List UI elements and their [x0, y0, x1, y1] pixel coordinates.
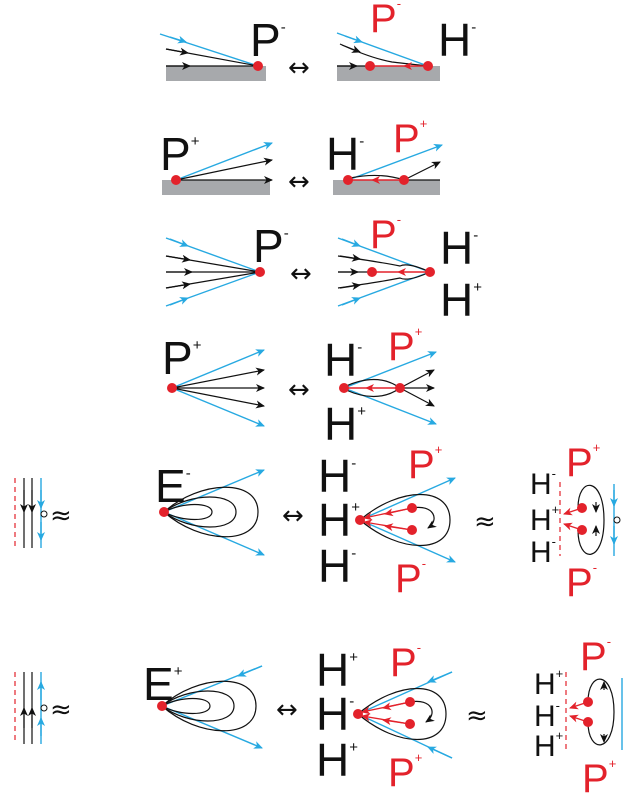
row-6-approx-symbol-left: ≈: [50, 695, 72, 725]
row-5-middle-h3-label: H-: [318, 540, 356, 592]
row-4-left-label: P+: [162, 332, 202, 384]
row-2-equiv-symbol: ↔: [288, 167, 310, 197]
row-5-right-p2-label: P-: [566, 560, 597, 605]
row-4-right-p-label: P+: [388, 324, 422, 369]
row-5-far-left-lines: [14, 478, 48, 548]
row-5-right-diagram: [559, 482, 621, 556]
row-6-middle-h1-label: H+: [316, 644, 358, 696]
row-6-right-h3-label: H+: [534, 728, 563, 763]
row-6-middle-p2-label: P+: [388, 750, 422, 795]
row-4-right-h2-label: H+: [324, 398, 366, 450]
row-5-middle-p2-label: P-: [395, 556, 426, 601]
row-3-left-diagram: [165, 237, 265, 307]
row-3-right-h1-label: H-: [440, 222, 478, 274]
row-4-equiv-symbol: ↔: [288, 375, 310, 405]
row-2-right-h-label: H-: [326, 128, 364, 180]
row-5-middle-h1-label: H-: [318, 450, 356, 502]
row-5-right-p1-label: P+: [566, 440, 600, 485]
row-2-left-label: P+: [160, 128, 200, 180]
row-3-left-label: P-: [253, 220, 289, 272]
row-5-left-label: E-: [155, 460, 191, 512]
row-1-left-diagram: [159, 33, 266, 81]
row-4-right-h1-label: H-: [324, 334, 362, 386]
row-6-right-p1-label: P-: [580, 634, 611, 679]
row-6-far-left-lines: [14, 672, 48, 744]
row-5-right-h3-label: H-: [530, 534, 556, 569]
row-1-right-h-label: H-: [438, 14, 476, 66]
row-6-middle-h3-label: H+: [316, 734, 358, 786]
row-1-right-p-label: P-: [370, 0, 401, 41]
row-4-left-diagram: [167, 349, 265, 427]
row-5-middle-diagram: [355, 477, 456, 563]
row-3-right-p-label: P-: [370, 212, 401, 257]
row-5-middle-h2-label: H+: [318, 494, 360, 546]
row-1-left-label: P-: [250, 14, 286, 66]
row-5-left-diagram: [159, 469, 265, 556]
row-5-middle-p1-label: P+: [408, 442, 442, 487]
row-1-right-diagram: [336, 32, 440, 81]
row-6-right-diagram: [565, 672, 623, 752]
row-3-equiv-symbol: ↔: [290, 259, 312, 289]
row-5-equiv-symbol: ↔: [282, 501, 304, 531]
row-6-right-h1-label: H+: [534, 666, 563, 701]
row-5-approx-symbol-left: ≈: [50, 501, 72, 531]
row-3-right-h2-label: H+: [440, 274, 482, 326]
row-6-middle-p1-label: P-: [390, 640, 421, 685]
row-6-middle-h2-label: H-: [316, 688, 354, 740]
row-2-left-diagram: [162, 142, 273, 195]
row-4-right-diagram: [339, 351, 437, 425]
row-2-right-diagram: [333, 144, 443, 195]
row-5-right-h1-label: H-: [530, 466, 556, 501]
row-1-equiv-symbol: ↔: [288, 53, 310, 83]
row-6-approx-symbol-right: ≈: [466, 701, 488, 731]
row-6-left-label: E+: [143, 658, 183, 710]
row-2-right-p-label: P+: [393, 116, 427, 161]
row-6-left-diagram: [157, 665, 263, 749]
row-6-right-p2-label: P+: [582, 756, 616, 800]
row-5-right-h2-label: H+: [530, 502, 559, 537]
row-5-approx-symbol-right: ≈: [474, 507, 496, 537]
row-6-right-h2-label: H-: [534, 698, 560, 733]
row-3-right-diagram: [337, 237, 435, 307]
row-6-middle-diagram: [353, 671, 453, 759]
row-6-equiv-symbol: ↔: [276, 695, 298, 725]
